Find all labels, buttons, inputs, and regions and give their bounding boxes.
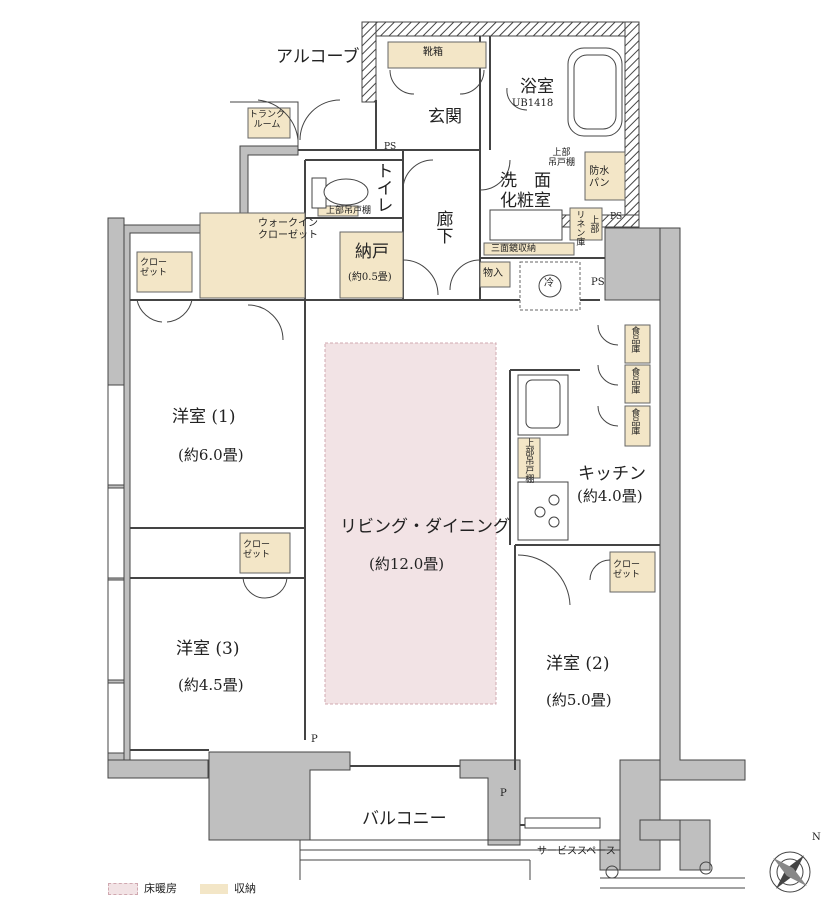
closet-label-2: クロー ゼット xyxy=(243,540,271,561)
closet-label-1: クロー ゼット xyxy=(140,258,168,279)
waterproof-pan-label: 防水 パン xyxy=(589,166,610,189)
ps-label-3: PS xyxy=(591,277,605,288)
kitchen-area-label: (約4.0畳) xyxy=(577,487,643,505)
legend-floor-heating: 床暖房 xyxy=(108,880,177,896)
compass-rose xyxy=(769,851,811,893)
legend-storage: 収納 xyxy=(200,880,256,896)
mirror-storage-label: 三面鏡収納 xyxy=(491,244,537,254)
walkin-closet-label: ウォークイン クローゼット xyxy=(258,218,318,241)
storage-room-area-label: (約0.5畳) xyxy=(348,272,392,283)
legend-floor-heating-text: 床暖房 xyxy=(144,882,177,895)
windows xyxy=(107,384,601,829)
toilet-fixture xyxy=(311,177,369,209)
washroom-label: 洗 面 化粧室 xyxy=(500,171,551,211)
storage-label: 物入 xyxy=(483,268,503,279)
service-space-label: サービススペース xyxy=(537,846,616,857)
ldk-area-label: (約12.0畳) xyxy=(369,555,445,573)
balcony-label: バルコニー xyxy=(362,809,447,829)
room2-area-label: (約5.0畳) xyxy=(546,691,612,709)
room1-area-label: (約6.0畳) xyxy=(178,446,244,464)
room1-label: 洋室 (1) xyxy=(172,407,236,427)
hallway-label: 廊下 xyxy=(432,210,453,244)
ps-label-2: PS xyxy=(610,212,623,222)
closet-label-3: クロー ゼット xyxy=(613,560,641,581)
bath-model-label: UB1418 xyxy=(512,98,554,109)
room3-area-label: (約4.5畳) xyxy=(178,676,244,694)
trunk-room-label: トランク ルーム xyxy=(249,110,286,131)
balcony-railing xyxy=(299,839,745,889)
linen-label: リネン庫 xyxy=(574,210,585,246)
p-label-1: P xyxy=(311,734,318,745)
pantry-label-3: 食品庫 xyxy=(629,408,640,435)
room3-label: 洋室 (3) xyxy=(176,639,240,659)
legend-storage-text: 収納 xyxy=(234,882,256,895)
toilet-label: トイレ xyxy=(372,162,393,213)
legend-floor-heating-swatch xyxy=(108,883,138,895)
legend-storage-swatch xyxy=(200,884,228,894)
room2-label: 洋室 (2) xyxy=(546,654,610,674)
pantry-label-1: 食品庫 xyxy=(629,326,640,353)
pantry-label-2: 食品庫 xyxy=(629,367,640,394)
storage-areas xyxy=(136,41,656,593)
alcove-label: アルコーブ xyxy=(276,47,360,67)
kitchen-label: キッチン xyxy=(578,464,646,484)
upper-label: 上部 xyxy=(588,215,599,233)
ldk-label: リビング・ダイニング xyxy=(340,517,510,537)
p-label-2: P xyxy=(500,788,507,799)
upper-shelf-toilet-label: 上部吊戸棚 xyxy=(326,206,372,216)
door-swings xyxy=(136,69,619,606)
bath-label: 浴室 xyxy=(520,77,554,97)
fridge-label: 冷 xyxy=(544,278,554,289)
kitchen-fixtures xyxy=(517,374,569,541)
ps-label-1: PS xyxy=(384,142,397,152)
compass-north-label: N xyxy=(812,832,821,843)
fridge-mark xyxy=(538,274,562,298)
upper-shelf-wash-label: 上部 吊戸棚 xyxy=(548,148,576,169)
bathtub xyxy=(567,47,623,137)
shoe-box-label: 靴箱 xyxy=(423,47,443,58)
upper-shelf-kitchen-label: 上部吊戸棚 xyxy=(523,438,534,483)
storage-room-label: 納戸 xyxy=(355,242,389,262)
wash-basin xyxy=(489,209,563,241)
entrance-label: 玄関 xyxy=(428,107,462,127)
floor-heating-area xyxy=(324,342,497,705)
